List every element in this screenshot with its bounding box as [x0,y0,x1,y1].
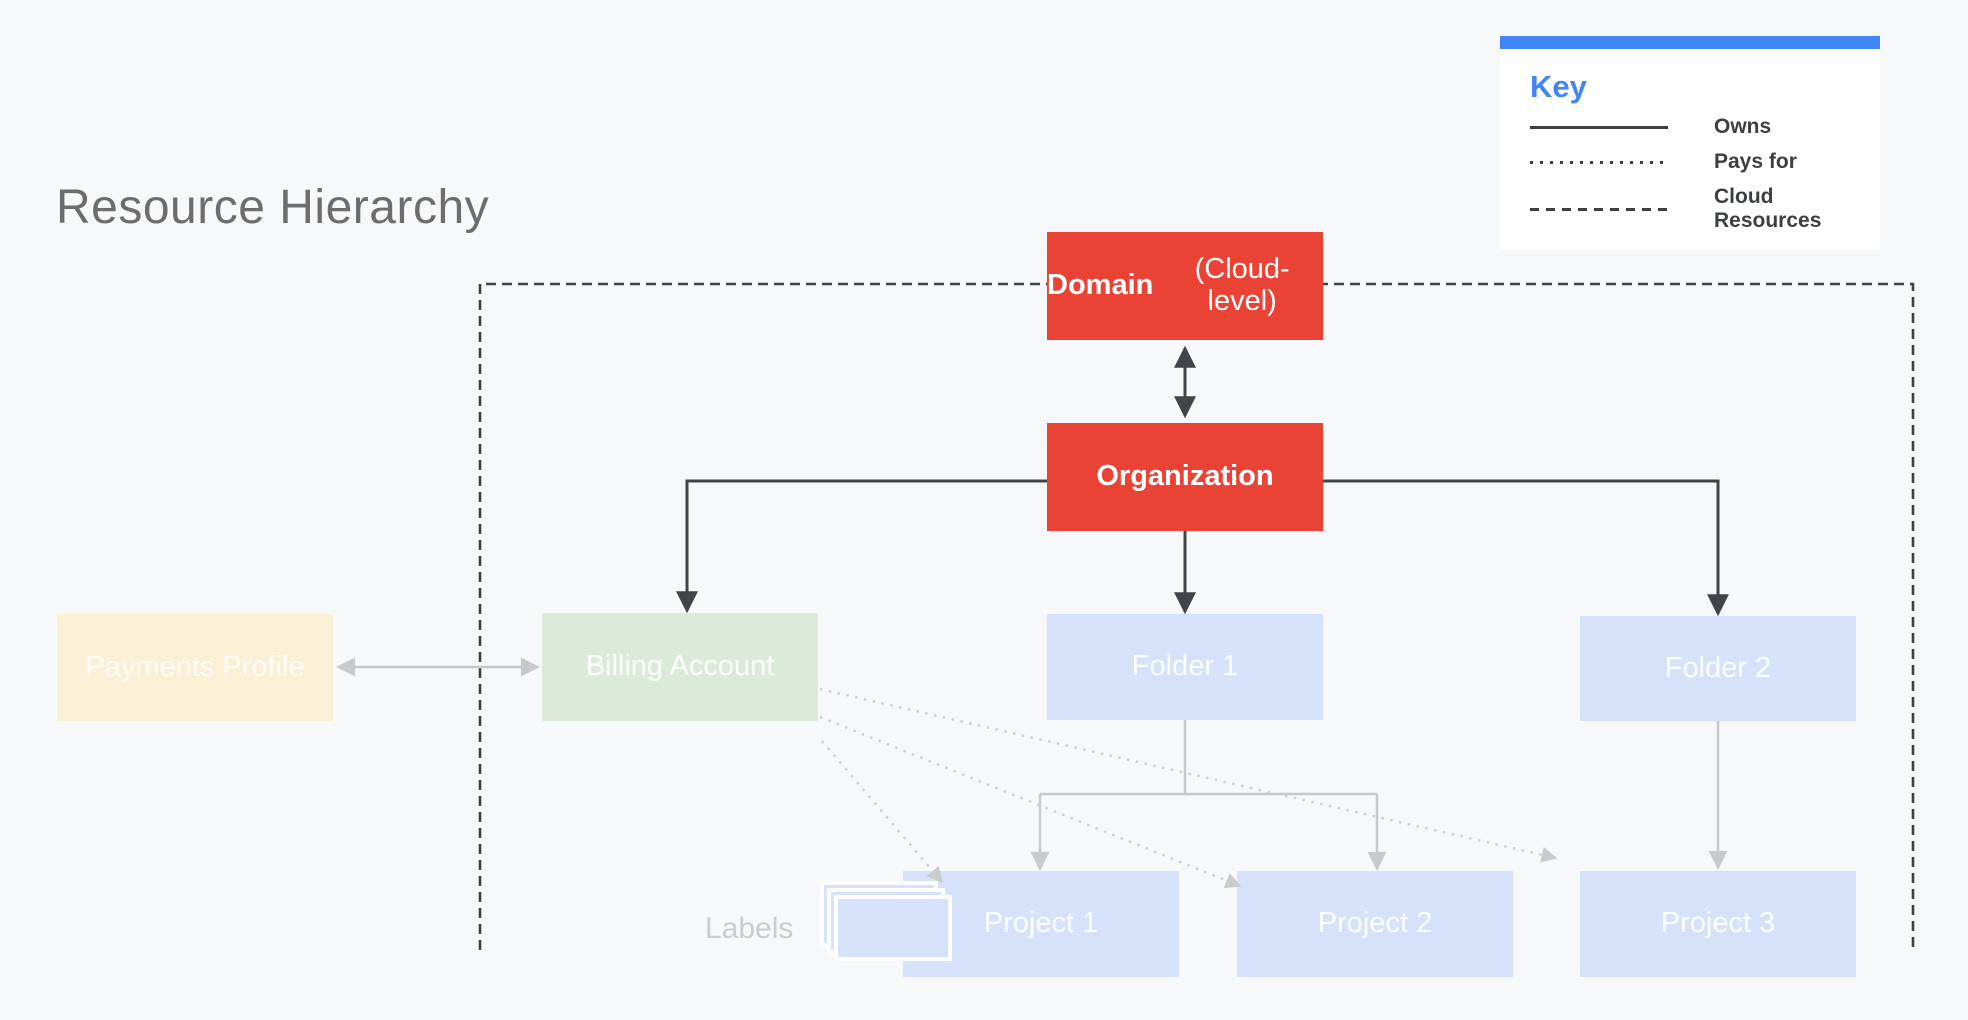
legend-row-pays-for: Pays for [1530,150,1860,174]
dashed-line-sample [1530,207,1668,211]
node-domain-label-rest: (Cloud-level) [1194,253,1290,317]
node-domain: Domain (Cloud-level) [1047,232,1323,340]
legend-label: Pays for [1714,150,1797,174]
key-legend-panel: Key Owns Pays for Cloud Resources [1500,36,1880,250]
node-payments-profile: Payments Profile [57,614,333,721]
page-title: Resource Hierarchy [56,181,490,234]
node-project-3: Project 3 [1580,871,1856,977]
legend-label: Owns [1714,115,1772,138]
node-organization-label: Organization [1096,460,1274,493]
node-folder-1: Folder 1 [1047,614,1323,720]
node-billing-account: Billing Account [542,613,818,721]
node-folder-2: Folder 2 [1580,616,1856,721]
key-body: Key Owns Pays for Cloud Resources [1500,49,1880,250]
node-payments-profile-label: Payments Profile [85,650,305,683]
node-project-2-label: Project 2 [1317,907,1433,940]
node-project-2: Project 2 [1237,871,1513,977]
node-project-1-label: Project 1 [983,907,1099,940]
key-accent-bar [1500,36,1880,49]
node-project-3-label: Project 3 [1660,907,1776,940]
node-folder-1-label: Folder 1 [1131,650,1239,683]
dotted-line-sample [1530,160,1668,164]
node-organization: Organization [1047,423,1323,531]
node-domain-label-bold: Domain [1047,269,1154,302]
legend-row-owns: Owns [1530,115,1860,139]
legend-label: Cloud Resources [1714,185,1822,233]
node-project-1: Project 1 [903,871,1179,977]
node-folder-2-label: Folder 2 [1664,651,1772,684]
node-billing-account-label: Billing Account [585,650,775,683]
labels-caption: Labels [705,912,794,945]
key-heading: Key [1530,69,1587,104]
solid-line-sample [1530,125,1668,129]
legend-row-cloud-resources: Cloud Resources [1530,185,1860,233]
